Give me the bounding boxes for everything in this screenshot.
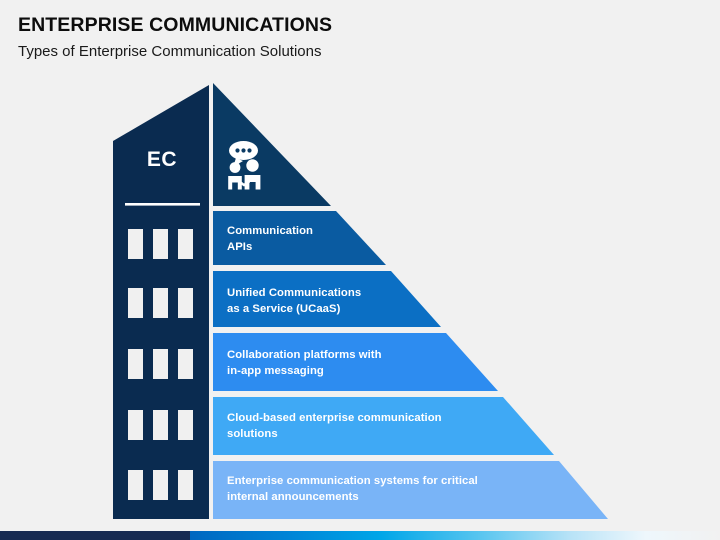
pyramid-layer-5[interactable] (213, 461, 608, 519)
layer-1-shape[interactable] (213, 211, 386, 265)
tower-window (178, 349, 193, 379)
tower-window (178, 229, 193, 259)
pyramid-layer-1[interactable] (213, 211, 386, 265)
pyramid-layer-3[interactable] (213, 333, 498, 391)
tower-window-grid (128, 229, 193, 500)
tower-divider (125, 203, 200, 206)
apex-shape[interactable] (213, 83, 331, 206)
tower-window (178, 410, 193, 440)
layer-3-shape[interactable] (213, 333, 498, 391)
footer-bar-gradient-segment (190, 531, 720, 540)
tower-window (128, 410, 143, 440)
pyramid-layer-2[interactable] (213, 271, 441, 327)
footer-accent-bar (0, 531, 720, 540)
layer-4-shape[interactable] (213, 397, 554, 455)
pyramid-apex[interactable] (213, 83, 331, 206)
page-title: ENTERPRISE COMMUNICATIONS (18, 14, 333, 36)
tower-window (128, 349, 143, 379)
tower-window (153, 288, 168, 318)
tower-window (128, 288, 143, 318)
slide-header: ENTERPRISE COMMUNICATIONS Types of Enter… (18, 14, 708, 61)
tower-window (178, 470, 193, 500)
page-subtitle: Types of Enterprise Communication Soluti… (18, 43, 322, 61)
tower-window (153, 470, 168, 500)
tower-window (153, 410, 168, 440)
layer-2-shape[interactable] (213, 271, 441, 327)
tower-window (128, 229, 143, 259)
tower-window (153, 349, 168, 379)
tower-window (153, 229, 168, 259)
tower-group[interactable] (113, 85, 209, 519)
pyramid-layer-4[interactable] (213, 397, 554, 455)
layer-5-shape[interactable] (213, 461, 608, 519)
tower-window (128, 470, 143, 500)
tower-label: EC (146, 148, 178, 171)
tower-window (178, 288, 193, 318)
people-conversation-icon (228, 141, 261, 190)
footer-bar-solid-segment (0, 531, 190, 540)
